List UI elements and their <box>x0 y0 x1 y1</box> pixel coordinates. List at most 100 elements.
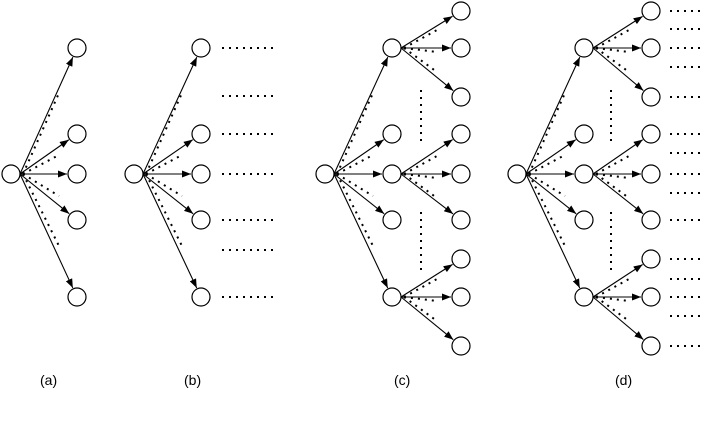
tree-node <box>574 164 594 184</box>
edge-arrow <box>333 173 385 215</box>
edge-arrow <box>142 56 198 175</box>
omitted-edges-dots <box>145 173 183 197</box>
edge-arrow <box>525 56 581 175</box>
omitted-edges-dots <box>595 29 630 49</box>
omitted-edges-dots <box>403 155 438 175</box>
edge-arrow <box>19 139 70 175</box>
edge-arrow <box>142 139 194 175</box>
edge-arrow <box>525 139 577 175</box>
tree-node <box>191 164 211 184</box>
tree-node <box>641 38 661 58</box>
tree-node <box>641 336 661 356</box>
tree-node <box>641 210 661 230</box>
tree-node <box>574 124 594 144</box>
omitted-edges-dots <box>403 278 438 298</box>
edge-arrow <box>592 15 643 49</box>
tree-node <box>124 164 144 184</box>
edge-arrow <box>333 56 389 175</box>
tree-node <box>382 287 402 307</box>
edge-arrow <box>525 173 581 289</box>
edge-arrow <box>400 15 453 49</box>
omitted-edges-dots <box>595 296 630 302</box>
edge-arrow <box>400 173 454 215</box>
omitted-edges-dots <box>145 92 183 175</box>
edge-arrow <box>400 47 454 92</box>
caption-d: (d) <box>615 372 633 388</box>
caption-c: (c) <box>394 372 411 388</box>
tree-node <box>382 124 402 144</box>
edge-arrow <box>19 173 70 215</box>
tree-node <box>191 38 211 58</box>
omitted-edges-dots <box>22 92 60 175</box>
edge-arrow <box>333 139 385 175</box>
tree-node <box>451 87 471 107</box>
tree-node <box>67 38 87 58</box>
tree-node <box>574 38 594 58</box>
edge-arrow <box>592 47 644 91</box>
tree-node <box>641 124 661 144</box>
tree-node <box>315 164 335 184</box>
tree-node <box>451 336 471 356</box>
omitted-edges-dots <box>528 92 566 175</box>
tree-node <box>507 164 527 184</box>
tree-node <box>1 164 21 184</box>
omitted-edges-dots <box>336 154 374 175</box>
tree-node <box>67 210 87 230</box>
tree-node <box>451 210 471 230</box>
edge-arrow <box>592 139 644 175</box>
omitted-edges-dots <box>22 173 60 197</box>
omitted-edges-dots <box>528 173 566 197</box>
edge-arrow <box>333 173 389 289</box>
omitted-edges-dots <box>336 173 374 247</box>
tree-node <box>574 287 594 307</box>
omitted-edges-dots <box>22 173 60 247</box>
tree-node <box>451 249 471 269</box>
tree-node <box>67 287 87 307</box>
tree-node <box>191 210 211 230</box>
tree-node <box>641 249 661 269</box>
edge-arrow <box>400 139 453 175</box>
tree-node <box>382 210 402 230</box>
tree-node <box>574 210 594 230</box>
tree-node <box>641 164 661 184</box>
edge-arrow <box>142 173 198 289</box>
omitted-edges-dots <box>595 155 630 175</box>
omitted-edges-dots <box>595 47 630 53</box>
edge-arrow <box>592 264 643 298</box>
omitted-edges-dots <box>145 154 183 175</box>
tree-node <box>451 1 471 21</box>
tree-node <box>382 38 402 58</box>
omitted-edges-dots <box>403 47 438 53</box>
omitted-edges-dots <box>336 173 374 197</box>
tree-node <box>641 287 661 307</box>
omitted-edges-dots <box>145 173 183 247</box>
omitted-edges-dots <box>528 154 566 175</box>
tree-node <box>67 164 87 184</box>
omitted-edges-dots <box>403 173 438 179</box>
caption-b: (b) <box>184 372 202 388</box>
edge-arrow <box>592 296 644 340</box>
omitted-edges-dots <box>595 278 630 298</box>
tree-node <box>451 124 471 144</box>
omitted-edges-dots <box>528 173 566 247</box>
omitted-edges-dots <box>595 173 630 179</box>
tree-node <box>67 124 87 144</box>
tree-node <box>451 287 471 307</box>
tree-node <box>641 87 661 107</box>
tree-node <box>451 38 471 58</box>
tree-node <box>382 164 402 184</box>
caption-a: (a) <box>40 372 58 388</box>
tree-node <box>641 1 661 21</box>
edge-arrow <box>400 263 453 298</box>
tree-node <box>451 164 471 184</box>
tree-node <box>191 287 211 307</box>
edge-arrow <box>142 173 194 215</box>
edge-arrow <box>592 173 644 215</box>
omitted-edges-dots <box>403 29 438 49</box>
edge-arrow <box>400 296 454 341</box>
tree-node <box>191 124 211 144</box>
edge-arrow <box>525 173 577 215</box>
edge-arrow <box>19 173 74 289</box>
omitted-edges-dots <box>336 92 374 175</box>
